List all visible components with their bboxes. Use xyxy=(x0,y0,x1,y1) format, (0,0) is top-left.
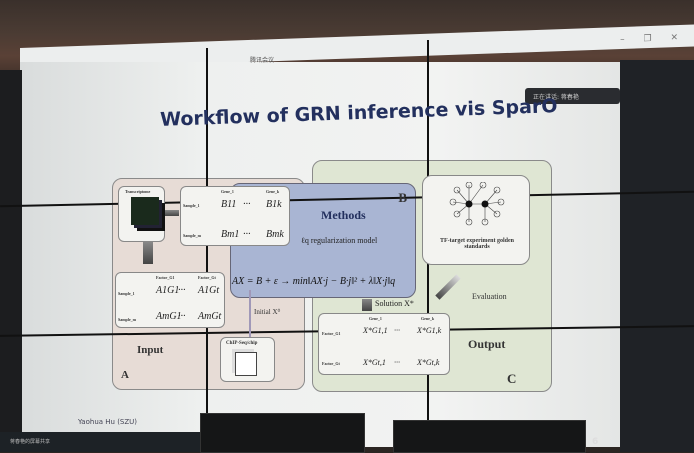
chip-seq-box: ChIP-Seq/chip xyxy=(220,337,275,382)
row-label: Factor_Gt xyxy=(322,361,340,366)
matrix-cell: ··· xyxy=(394,326,400,335)
transcriptome-box: Transcriptome xyxy=(118,186,165,242)
matrix-cell: A1Gt xyxy=(198,285,220,296)
taskbar-text: 蒋春艳的屏幕共享 xyxy=(10,439,51,445)
row-label: Sample_m xyxy=(183,233,201,238)
app-title: 腾讯会议 xyxy=(250,57,275,64)
matrix-cell: A1G1 xyxy=(156,285,180,296)
arrow-down-icon xyxy=(143,242,153,264)
matrix-cell: X*G1,k xyxy=(417,326,442,335)
b-matrix: Gene_1 Gene_k Sample_1 Sample_m B11 ··· … xyxy=(180,186,290,246)
gold-standard-label: TF-target experiment golden standards xyxy=(440,238,514,250)
solution-label: Solution X* xyxy=(375,299,414,308)
matrix-cell: AmG1 xyxy=(156,311,182,322)
arrow-down-icon xyxy=(362,299,372,311)
slide-footer: Yaohua Hu (SZU) xyxy=(78,418,138,426)
col-label: Factor_G1 xyxy=(156,275,175,280)
x-matrix: Gene_1 Gene_k Factor_G1 Factor_Gt X*G1,1… xyxy=(318,313,450,375)
model-subtitle: ℓq regularization model xyxy=(301,236,378,245)
network-graph-icon xyxy=(449,182,505,226)
matrix-cell: AmGt xyxy=(198,311,222,322)
matrix-cell: ··· xyxy=(178,285,186,296)
matrix-cell: Bm1 xyxy=(221,229,240,240)
matrix-cell: ··· xyxy=(394,358,400,367)
page-number: 6 xyxy=(592,437,599,447)
monitor xyxy=(393,420,586,453)
side-panel xyxy=(620,60,694,452)
equation: AX = B + ε → min‖AX·j − B·j‖² + λ‖X·j‖q xyxy=(232,276,396,287)
matrix-cell: X*Gt,1 xyxy=(363,358,386,367)
col-label: Gene_k xyxy=(266,189,280,194)
matrix-cell: ··· xyxy=(178,311,186,322)
matrix-cell: B11 xyxy=(221,199,237,210)
transcriptome-label: Transcriptome xyxy=(125,189,151,194)
col-label: Gene_k xyxy=(421,316,435,321)
output-label: Output xyxy=(468,337,506,351)
a-matrix: Factor_G1 Factor_Gt Sample_1 Sample_m A1… xyxy=(115,272,225,328)
panel-a-letter: A xyxy=(121,369,129,381)
chip-label: ChIP-Seq/chip xyxy=(226,341,258,346)
taskbar xyxy=(0,432,200,452)
evaluation-label: Evaluation xyxy=(472,292,507,301)
display-bezel xyxy=(206,48,208,452)
data-cube-icon xyxy=(131,197,159,225)
window-controls[interactable]: – ❐ ✕ xyxy=(620,32,686,46)
initial-x-label: Initial X⁰ xyxy=(254,308,281,316)
arrow-right-icon xyxy=(165,210,179,216)
matrix-cell: X*Gt,k xyxy=(417,358,440,367)
matrix-cell: Bmk xyxy=(266,229,284,240)
gold-standard-box: TF-target experiment golden standards xyxy=(422,175,530,265)
col-label: Factor_Gt xyxy=(198,275,216,280)
row-label: Sample_1 xyxy=(118,291,135,296)
panel-c-letter: C xyxy=(507,371,517,386)
matrix-cell: X*G1,1 xyxy=(363,326,388,335)
row-label: Sample_m xyxy=(118,317,136,322)
col-label: Gene_1 xyxy=(369,316,382,321)
col-label: Gene_1 xyxy=(221,189,234,194)
matrix-cell: B1k xyxy=(266,199,282,210)
input-label: Input xyxy=(137,344,164,356)
matrix-cell: ··· xyxy=(243,229,251,240)
left-edge xyxy=(0,70,22,452)
row-label: Factor_G1 xyxy=(322,331,341,336)
speaking-indicator: 正在讲话: 蒋春艳 xyxy=(525,88,620,104)
monitor xyxy=(200,413,365,453)
arrow-up-line xyxy=(249,290,251,337)
panel-b-letter: B xyxy=(398,190,407,205)
methods-title: Methods xyxy=(321,208,366,222)
speaking-text: 正在讲话: 蒋春艳 xyxy=(533,94,579,101)
row-label: Sample_1 xyxy=(183,203,200,208)
chip-image-icon xyxy=(235,352,257,376)
matrix-cell: ··· xyxy=(243,199,251,210)
